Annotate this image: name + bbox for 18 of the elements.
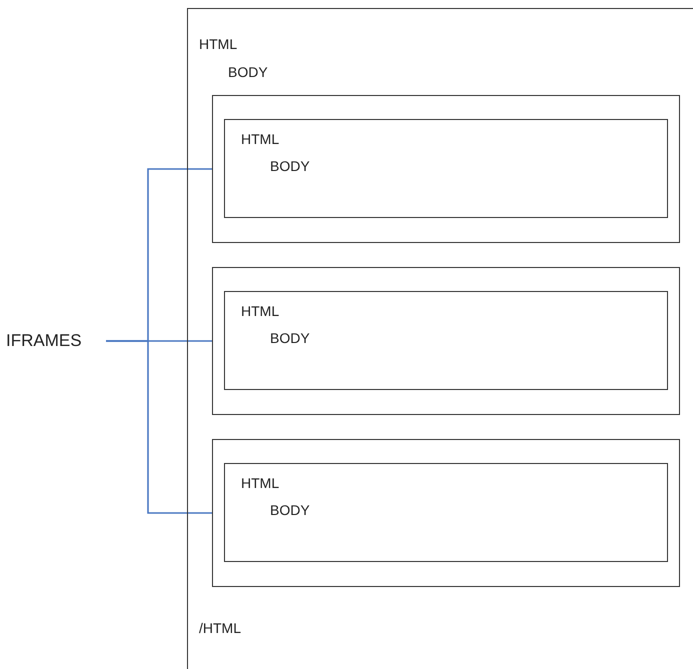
document-box bbox=[224, 119, 668, 218]
tag-label: BODY bbox=[270, 503, 310, 517]
bracket-connector bbox=[106, 340, 212, 514]
iframe-box bbox=[212, 439, 680, 587]
iframe-box bbox=[212, 95, 680, 243]
tag-label: HTML bbox=[241, 132, 280, 146]
document-box bbox=[224, 291, 668, 390]
tag-label: /HTML bbox=[199, 621, 241, 635]
callout-label: IFRAMES bbox=[6, 332, 82, 349]
page-frame bbox=[187, 8, 693, 669]
iframe-box bbox=[212, 267, 680, 415]
tag-label: HTML bbox=[199, 37, 238, 51]
tag-label: HTML bbox=[241, 304, 280, 318]
tag-label: BODY bbox=[270, 331, 310, 345]
tag-label: HTML bbox=[241, 476, 280, 490]
document-box bbox=[224, 463, 668, 562]
tag-label: BODY bbox=[228, 65, 268, 79]
tag-label: BODY bbox=[270, 159, 310, 173]
